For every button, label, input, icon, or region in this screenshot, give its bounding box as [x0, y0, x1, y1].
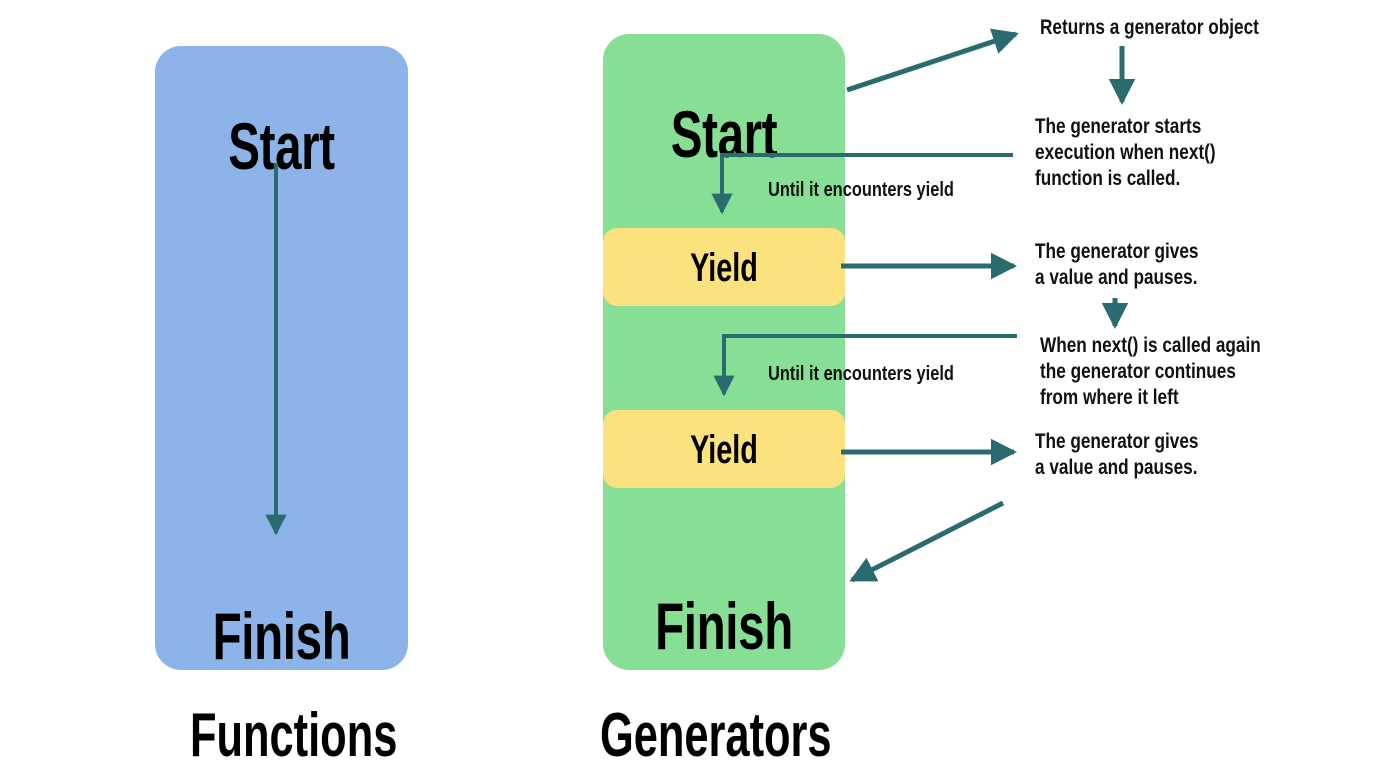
until-encounters-yield-label-2: Until it encounters yield [768, 363, 954, 385]
generator-finish-label: Finish [655, 589, 793, 663]
caption-generators: Generators [600, 701, 832, 770]
annotation-gives-value-pauses-2: The generator gives a value and pauses. [1035, 429, 1199, 479]
annotation-returns-generator-object: Returns a generator object [1040, 15, 1259, 39]
yield-box-2: Yield [603, 410, 845, 488]
yield-box-1: Yield [603, 228, 845, 306]
annotation-gives-value-pauses-1: The generator gives a value and pauses. [1035, 239, 1199, 289]
annotation-generator-starts-execution: The generator starts execution when next… [1035, 114, 1216, 190]
function-finish-label: Finish [212, 599, 351, 673]
until-encounters-yield-label-1: Until it encounters yield [768, 179, 954, 201]
yield-label-2: Yield [690, 428, 758, 472]
caption-functions: Functions [190, 701, 398, 770]
function-flow-box: Start Finish [155, 46, 408, 673]
yield-label-1: Yield [690, 246, 758, 290]
arrow-start-to-returns [846, 28, 1019, 93]
generator-start-label: Start [670, 97, 778, 171]
function-start-label: Start [228, 109, 335, 183]
annotation-next-called-again: When next() is called again the generato… [1040, 333, 1261, 409]
generator-flow-box: Start Finish [603, 34, 845, 670]
arrow-to-generator-finish [849, 500, 1005, 583]
